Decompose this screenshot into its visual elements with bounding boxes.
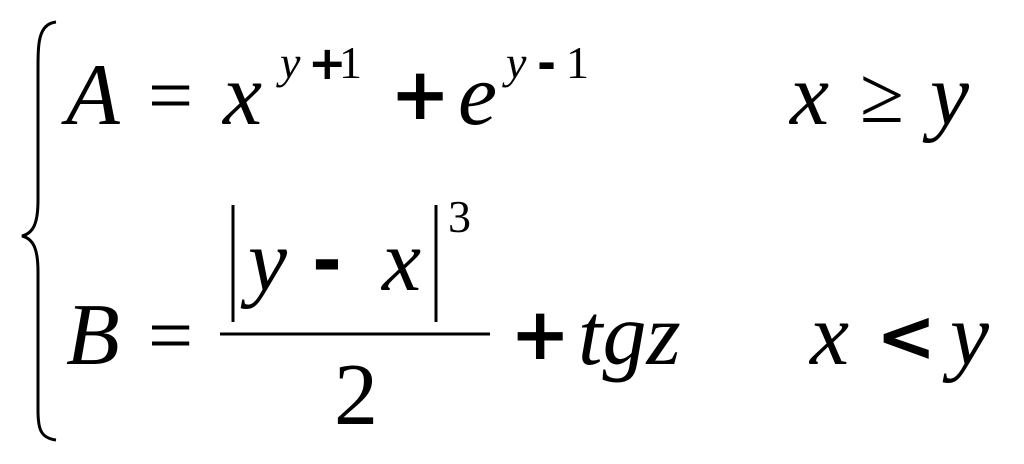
base-x: x [223, 47, 263, 144]
numerator-minus: - [312, 218, 342, 302]
variable-b: B [66, 287, 120, 384]
base-e: e [458, 47, 498, 144]
left-curly-brace [21, 20, 57, 442]
exponent-minus: - [537, 36, 557, 90]
function-tgz: tgz [578, 287, 681, 384]
exponent-one: 1 [339, 37, 362, 88]
plus-sign-1: + [390, 52, 451, 136]
condition-x-2: x [810, 287, 850, 384]
condition-y-1: y [930, 47, 970, 144]
exponent-one-2: 1 [566, 37, 589, 88]
absolute-exponent-three: 3 [448, 191, 471, 242]
less-than-sign: < [876, 294, 937, 378]
condition-x-1: x [790, 47, 830, 144]
variable-a: A [66, 47, 120, 144]
numerator-y: y [248, 213, 288, 310]
equals-sign-1: = [148, 52, 194, 140]
condition-y-2: y [950, 287, 990, 384]
exponent-y: y [280, 37, 301, 88]
numerator-x: x [382, 213, 422, 310]
equals-sign-2: = [148, 292, 194, 380]
exponent-plus: + [308, 36, 347, 90]
exponent-y-2: y [506, 37, 527, 88]
denominator-two: 2 [334, 347, 378, 444]
greater-equal-sign: ≥ [860, 52, 904, 140]
plus-sign-2: + [510, 292, 571, 376]
